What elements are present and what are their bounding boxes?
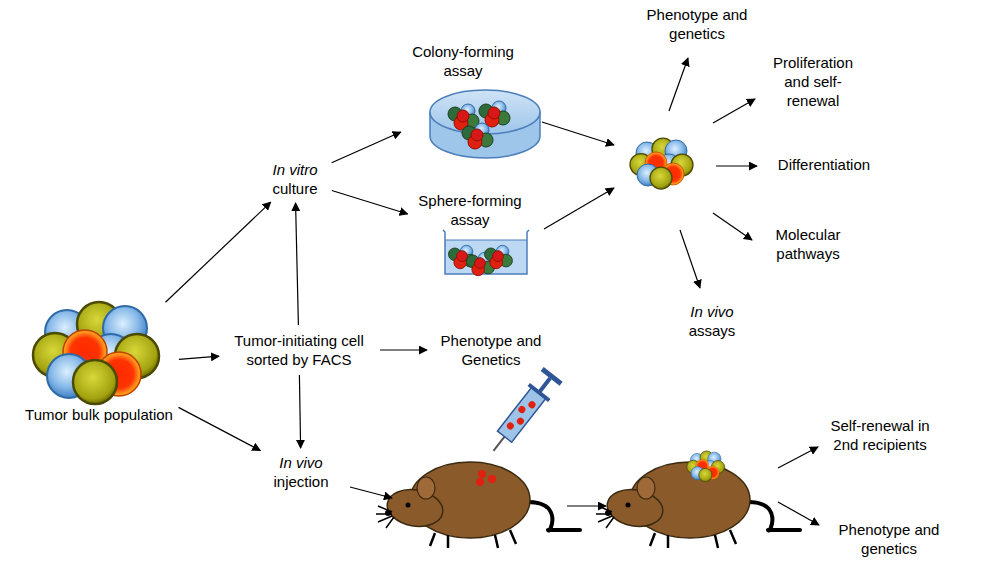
text-node: Phenotype and Genetics [430,329,552,371]
text-node: Colony-forming assay [404,40,543,160]
node-label: Tumor bulk population [25,405,173,424]
node-label: Proliferation and self-renewal [763,53,863,110]
flow-arrow [179,356,219,359]
layout-arrows [350,58,819,525]
node-label: Tumor-initiating cell sorted by FACS [224,331,374,369]
node-label: In vivo injection [265,453,337,491]
text-node: Phenotype and genetics [828,518,950,560]
text-node: In vivo injection [263,451,339,493]
node-label: Phenotype and genetics [830,520,948,558]
node-label: Molecular pathways [762,225,854,263]
injected-cells [476,470,496,486]
flow-arrow [332,132,401,163]
flow-arrow [165,202,270,302]
flow-arrow [296,203,299,325]
node-label: In vitro culture [264,160,326,198]
text-node: Phenotype and genetics [638,3,757,45]
text-node: Differentiation [776,153,872,176]
recipient-mouse [376,462,580,548]
tumor-cell-cluster [33,302,159,404]
petri-dish [430,90,540,158]
text-node: Tumor bulk population [23,305,175,426]
grown-tumor [687,451,725,482]
text-node: Sphere-forming assay [411,189,531,278]
text-node: Tumor-initiating cell sorted by FACS [222,329,376,371]
sphere-beaker [443,230,529,276]
syringe [483,366,563,458]
node-label: In vivo assays [682,302,742,340]
flow-arrow [380,349,427,350]
node-label: Sphere-forming assay [413,191,528,229]
flow-arrow [299,375,300,448]
node-label: Phenotype and Genetics [432,331,550,369]
text-node: In vitro culture [262,158,328,200]
node-label: Self-renewal in 2nd recipients [821,416,939,454]
text-node: In vivo assays [680,300,744,342]
text-node: Molecular pathways [760,223,856,265]
cultured-cell-cluster [630,138,693,189]
node-label: Colony-forming assay [406,42,521,80]
node-label: Phenotype and genetics [640,5,755,43]
node-label: Differentiation [778,155,870,174]
flow-arrow [178,407,260,450]
text-node: Self-renewal in 2nd recipients [819,414,941,456]
flow-arrow [332,190,408,214]
text-node: Proliferation and self-renewal [761,51,865,112]
